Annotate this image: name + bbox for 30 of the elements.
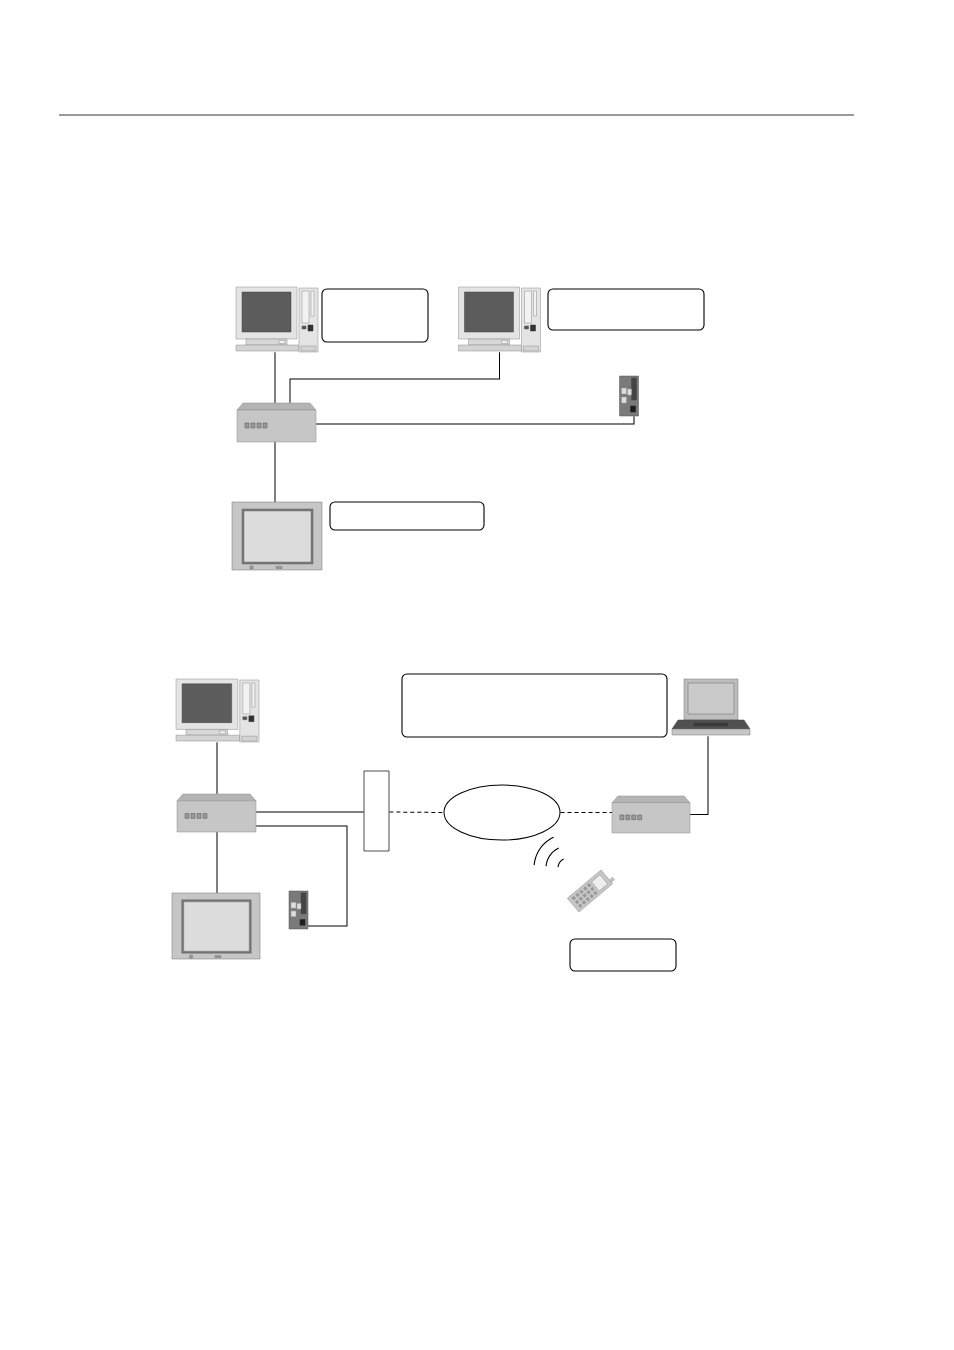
callout-box <box>329 501 485 531</box>
network-hub <box>176 793 257 833</box>
network-hub <box>611 795 691 834</box>
connection-line <box>560 812 613 813</box>
touch-panel <box>231 501 323 571</box>
plc-module <box>619 375 639 417</box>
callout-box <box>321 288 429 343</box>
laptop-computer <box>671 678 751 736</box>
connection-line <box>255 811 365 813</box>
connection-line <box>388 811 444 813</box>
mobile-phone <box>567 869 615 913</box>
connection-line <box>315 415 635 425</box>
callout-box <box>569 938 677 972</box>
callout-box <box>547 288 705 331</box>
connection-line <box>274 351 276 404</box>
connection-line <box>689 735 709 815</box>
network-hub <box>236 402 317 443</box>
connection-line <box>289 351 500 404</box>
connection-line <box>255 825 348 927</box>
desktop-computer <box>458 286 541 353</box>
connection-line <box>216 831 218 894</box>
connection-line <box>216 741 218 795</box>
desktop-computer <box>175 678 260 743</box>
plc-module <box>288 890 309 930</box>
narrow-box <box>363 770 390 852</box>
ellipse <box>443 784 561 841</box>
touch-panel <box>171 892 261 960</box>
connection-line <box>274 441 276 503</box>
desktop-computer <box>235 286 319 353</box>
callout-box <box>401 673 668 738</box>
